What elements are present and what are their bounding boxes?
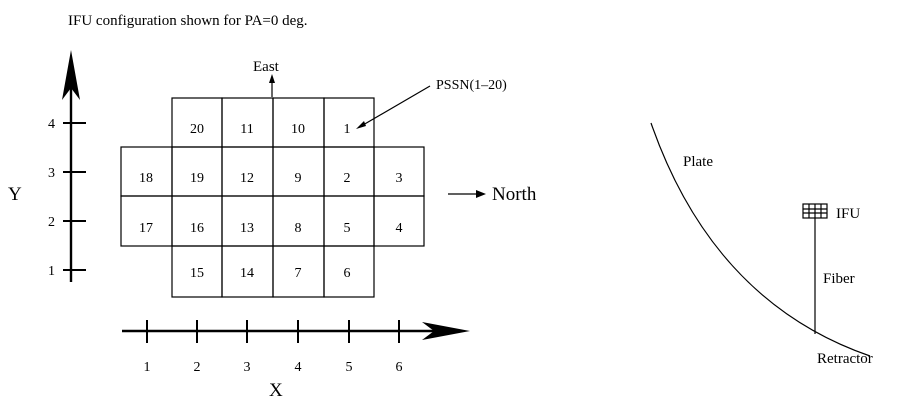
ifu-label: IFU: [836, 206, 860, 222]
x-tick-label-5: 5: [346, 360, 353, 375]
grid-cell-label: 17: [139, 221, 153, 236]
x-tick-label-6: 6: [396, 360, 403, 375]
grid-cell-label: 14: [240, 266, 254, 281]
y-tick-label-1: 1: [48, 264, 55, 279]
retractor-label: Retractor: [817, 351, 873, 367]
grid-cell-label: 6: [344, 266, 351, 281]
grid-cell-label: 1: [344, 122, 351, 137]
y-tick-label-3: 3: [48, 166, 55, 181]
x-axis-arrowhead: [422, 322, 470, 340]
grid-cell-label: 11: [240, 122, 253, 137]
y-axis-arrowhead: [62, 50, 80, 100]
figure-caption: IFU configuration shown for PA=0 deg.: [68, 13, 308, 29]
ifu-grid: 20 11 10 1 18 19 12 9 2 3 17 16 13 8 5 4…: [120, 97, 425, 298]
grid-cell-label: 5: [344, 221, 351, 236]
pssn-arrowhead: [356, 121, 366, 129]
plate-label: Plate: [683, 154, 713, 170]
ifu-bundle-icon: [802, 203, 828, 219]
grid-cell-label: 9: [295, 171, 302, 186]
grid-cell-label: 4: [396, 221, 403, 236]
grid-cell-label: 18: [139, 171, 153, 186]
north-label: North: [492, 184, 537, 205]
y-tick-label-2: 2: [48, 215, 55, 230]
grid-cell-label: 19: [190, 171, 204, 186]
plate-schematic: Plate IFU Fiber Retractor: [650, 122, 873, 367]
grid-cell-label: 7: [295, 266, 302, 281]
east-label: East: [253, 59, 280, 75]
fiber-label: Fiber: [823, 271, 855, 287]
x-tick-label-1: 1: [144, 360, 151, 375]
x-axis-label: X: [269, 380, 283, 401]
grid-cell-label: 10: [291, 122, 305, 137]
y-axis: 1 2 3 4 Y: [8, 50, 86, 282]
grid-cell-label: 12: [240, 171, 254, 186]
grid-cell-label: 8: [295, 221, 302, 236]
pssn-label: PSSN(1–20): [436, 78, 507, 93]
x-tick-label-3: 3: [244, 360, 251, 375]
grid-cell-label: 16: [190, 221, 204, 236]
north-marker: North: [448, 184, 537, 205]
east-marker: East: [253, 59, 280, 97]
pssn-callout: PSSN(1–20): [356, 78, 507, 129]
east-arrowhead: [269, 74, 275, 83]
x-tick-label-2: 2: [194, 360, 201, 375]
grid-cell-label: 15: [190, 266, 204, 281]
north-arrowhead: [476, 190, 486, 198]
y-tick-label-4: 4: [48, 117, 55, 132]
grid-cell-label: 13: [240, 221, 254, 236]
x-axis: 1 2 3 4 5 6 X: [122, 320, 470, 401]
plate-edge-arc: [650, 122, 871, 357]
x-tick-label-4: 4: [295, 360, 302, 375]
y-axis-label: Y: [8, 184, 22, 205]
grid-cell: [373, 195, 425, 247]
grid-cell: [323, 245, 375, 298]
grid-cell-label: 3: [396, 171, 403, 186]
grid-cell-label: 2: [344, 171, 351, 186]
grid-cell-label: 20: [190, 122, 204, 137]
